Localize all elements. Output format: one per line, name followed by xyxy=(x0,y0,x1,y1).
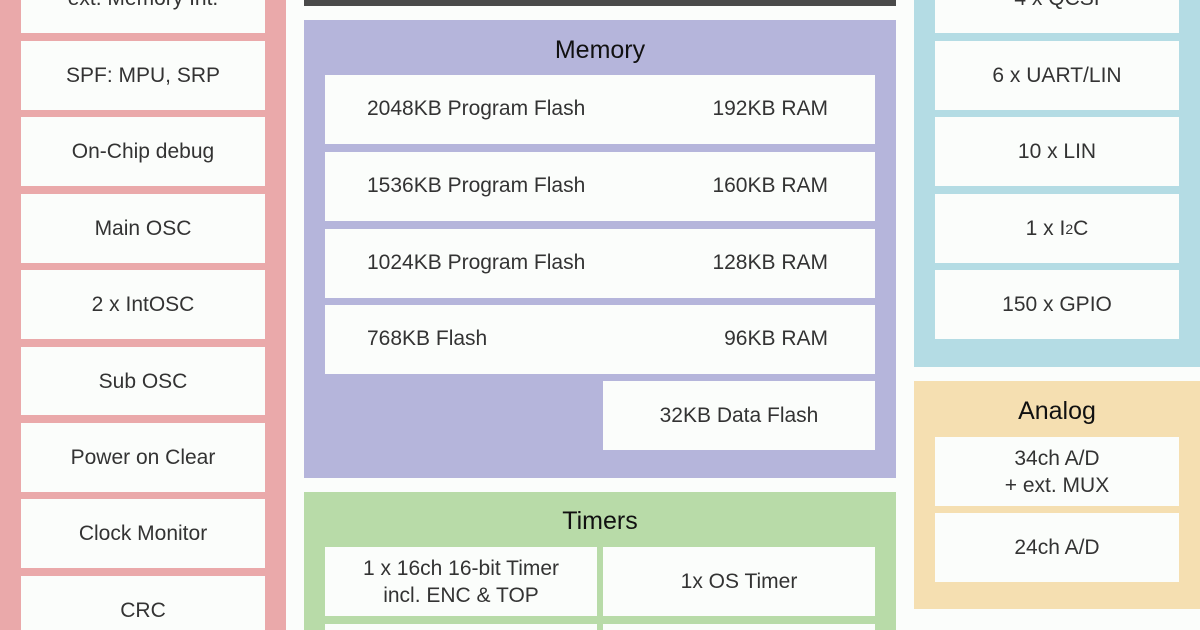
timer-block xyxy=(603,624,875,630)
memory-row: 2048KB Program Flash 192KB RAM xyxy=(325,75,875,144)
program-flash-size: 1536KB Program Flash xyxy=(367,174,586,197)
crc-block: CRC xyxy=(21,576,265,630)
analog-title: Analog xyxy=(1018,397,1096,425)
ram-size: 160KB RAM xyxy=(712,174,828,197)
program-flash-size: 768KB Flash xyxy=(367,327,488,350)
memory-title: Memory xyxy=(554,36,646,64)
spf-mpu-srp-block: SPF: MPU, SRP xyxy=(21,41,265,110)
qcsi-block: 4 x QCSI xyxy=(935,0,1179,33)
program-flash-size: 2048KB Program Flash xyxy=(367,97,586,120)
memory-row: 1536KB Program Flash 160KB RAM xyxy=(325,152,875,221)
memory-panel: Memory 2048KB Program Flash 192KB RAM 15… xyxy=(304,20,896,478)
timers-panel: Timers 1 x 16ch 16-bit Timer incl. ENC &… xyxy=(304,492,896,630)
memory-row: 1024KB Program Flash 128KB RAM xyxy=(325,229,875,298)
timer-block xyxy=(325,624,597,630)
ram-size: 192KB RAM xyxy=(712,97,828,120)
timers-title: Timers xyxy=(562,507,638,535)
system-column: ext. Memory Int. SPF: MPU, SRP On-Chip d… xyxy=(0,0,286,630)
clock-monitor-block: Clock Monitor xyxy=(21,499,265,568)
i2c-label-suffix: C xyxy=(1073,217,1089,240)
sub-osc-block: Sub OSC xyxy=(21,347,265,415)
program-flash-size: 1024KB Program Flash xyxy=(367,251,586,274)
i2c-label-prefix: 1 x I xyxy=(1025,217,1066,240)
ad-24ch-block: 24ch A/D xyxy=(935,513,1179,582)
int-osc-block: 2 x IntOSC xyxy=(21,270,265,339)
main-osc-block: Main OSC xyxy=(21,194,265,263)
power-on-clear-block: Power on Clear xyxy=(21,423,265,492)
data-flash-block: 32KB Data Flash xyxy=(603,381,875,450)
ad-34ch-block: 34ch A/D + ext. MUX xyxy=(935,437,1179,506)
cpu-block-bottom-edge xyxy=(304,0,896,6)
gpio-block: 150 x GPIO xyxy=(935,270,1179,339)
ram-size: 96KB RAM xyxy=(724,327,828,350)
analog-panel: Analog 34ch A/D + ext. MUX 24ch A/D xyxy=(914,381,1200,609)
communication-column: 4 x QCSI 6 x UART/LIN 10 x LIN 1 x I2C 1… xyxy=(914,0,1200,367)
timer-16ch-block: 1 x 16ch 16-bit Timer incl. ENC & TOP xyxy=(325,547,597,616)
ext-memory-interface-block: ext. Memory Int. xyxy=(21,0,265,33)
memory-row: 768KB Flash 96KB RAM xyxy=(325,305,875,374)
uart-lin-block: 6 x UART/LIN xyxy=(935,41,1179,110)
os-timer-block: 1x OS Timer xyxy=(603,547,875,616)
ram-size: 128KB RAM xyxy=(712,251,828,274)
lin-block: 10 x LIN xyxy=(935,117,1179,186)
on-chip-debug-block: On-Chip debug xyxy=(21,117,265,186)
